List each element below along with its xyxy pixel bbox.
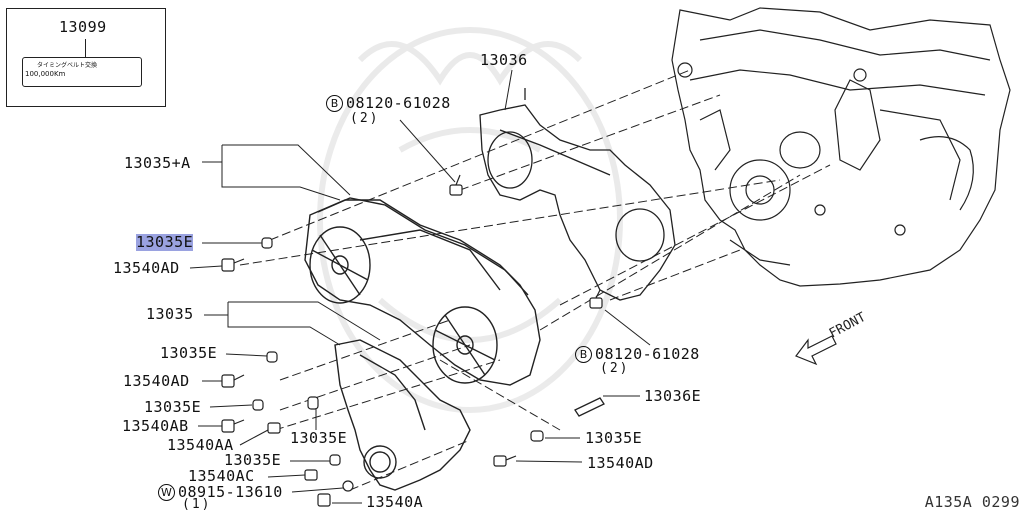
- label-13035e-5[interactable]: 13035E: [224, 451, 282, 469]
- label-13035-plus-a[interactable]: 13035+A: [124, 154, 191, 172]
- label-13036[interactable]: 13036: [480, 51, 528, 69]
- front-upper-cover: [304, 197, 541, 386]
- label-washer-08915-13610[interactable]: 08915-13610: [178, 483, 283, 501]
- engine-block: [671, 7, 1011, 287]
- label-13035e-6[interactable]: 13035E: [585, 429, 643, 447]
- dowel-pin: [574, 397, 605, 417]
- qty-bolt-mid: (2): [600, 361, 630, 376]
- label-13540ab[interactable]: 13540AB: [122, 417, 189, 435]
- label-13540ad-1[interactable]: 13540AD: [113, 259, 180, 277]
- tag-text-mileage: 100,000Km: [25, 70, 66, 78]
- front-label: FRONT: [827, 310, 869, 342]
- label-13036e[interactable]: 13036E: [644, 387, 702, 405]
- diagram-reference-code: A135A 0299: [924, 493, 1020, 511]
- label-13035[interactable]: 13035: [146, 305, 194, 323]
- timing-belt-tag: タイミングベルト交換 100,000Km: [22, 57, 142, 87]
- leader-lines: [189, 69, 651, 504]
- label-13540a[interactable]: 13540A: [366, 493, 424, 511]
- front-lower-cover: [334, 339, 471, 491]
- note-part-number: 13099: [59, 18, 107, 36]
- qty-bolt-top: (2): [350, 111, 380, 126]
- label-bolt-08120-61028-mid[interactable]: 08120-61028: [595, 345, 700, 363]
- tag-text-japanese: タイミングベルト交換: [37, 62, 98, 69]
- label-13540ac[interactable]: 13540AC: [188, 467, 255, 485]
- label-13540aa[interactable]: 13540AA: [167, 436, 234, 454]
- rear-timing-cover: [479, 88, 676, 301]
- label-13540ad-2[interactable]: 13540AD: [123, 372, 190, 390]
- bolt-badge-icon-2: B: [575, 346, 592, 363]
- service-note-box: 13099: [6, 8, 166, 107]
- label-13035e-4[interactable]: 13035E: [290, 429, 348, 447]
- fasteners: [221, 174, 603, 507]
- label-13540ad-3[interactable]: 13540AD: [587, 454, 654, 472]
- bolt-badge-icon: B: [326, 95, 343, 112]
- qty-washer: (1): [182, 497, 212, 512]
- washer-badge-icon: W: [158, 484, 175, 501]
- label-13035e-3[interactable]: 13035E: [144, 398, 202, 416]
- note-leader: [85, 39, 86, 65]
- label-13035e-2[interactable]: 13035E: [160, 344, 218, 362]
- label-bolt-08120-61028-top[interactable]: 08120-61028: [346, 94, 451, 112]
- front-arrow-icon: [795, 335, 837, 366]
- label-13035e-highlighted[interactable]: 13035E: [136, 233, 194, 251]
